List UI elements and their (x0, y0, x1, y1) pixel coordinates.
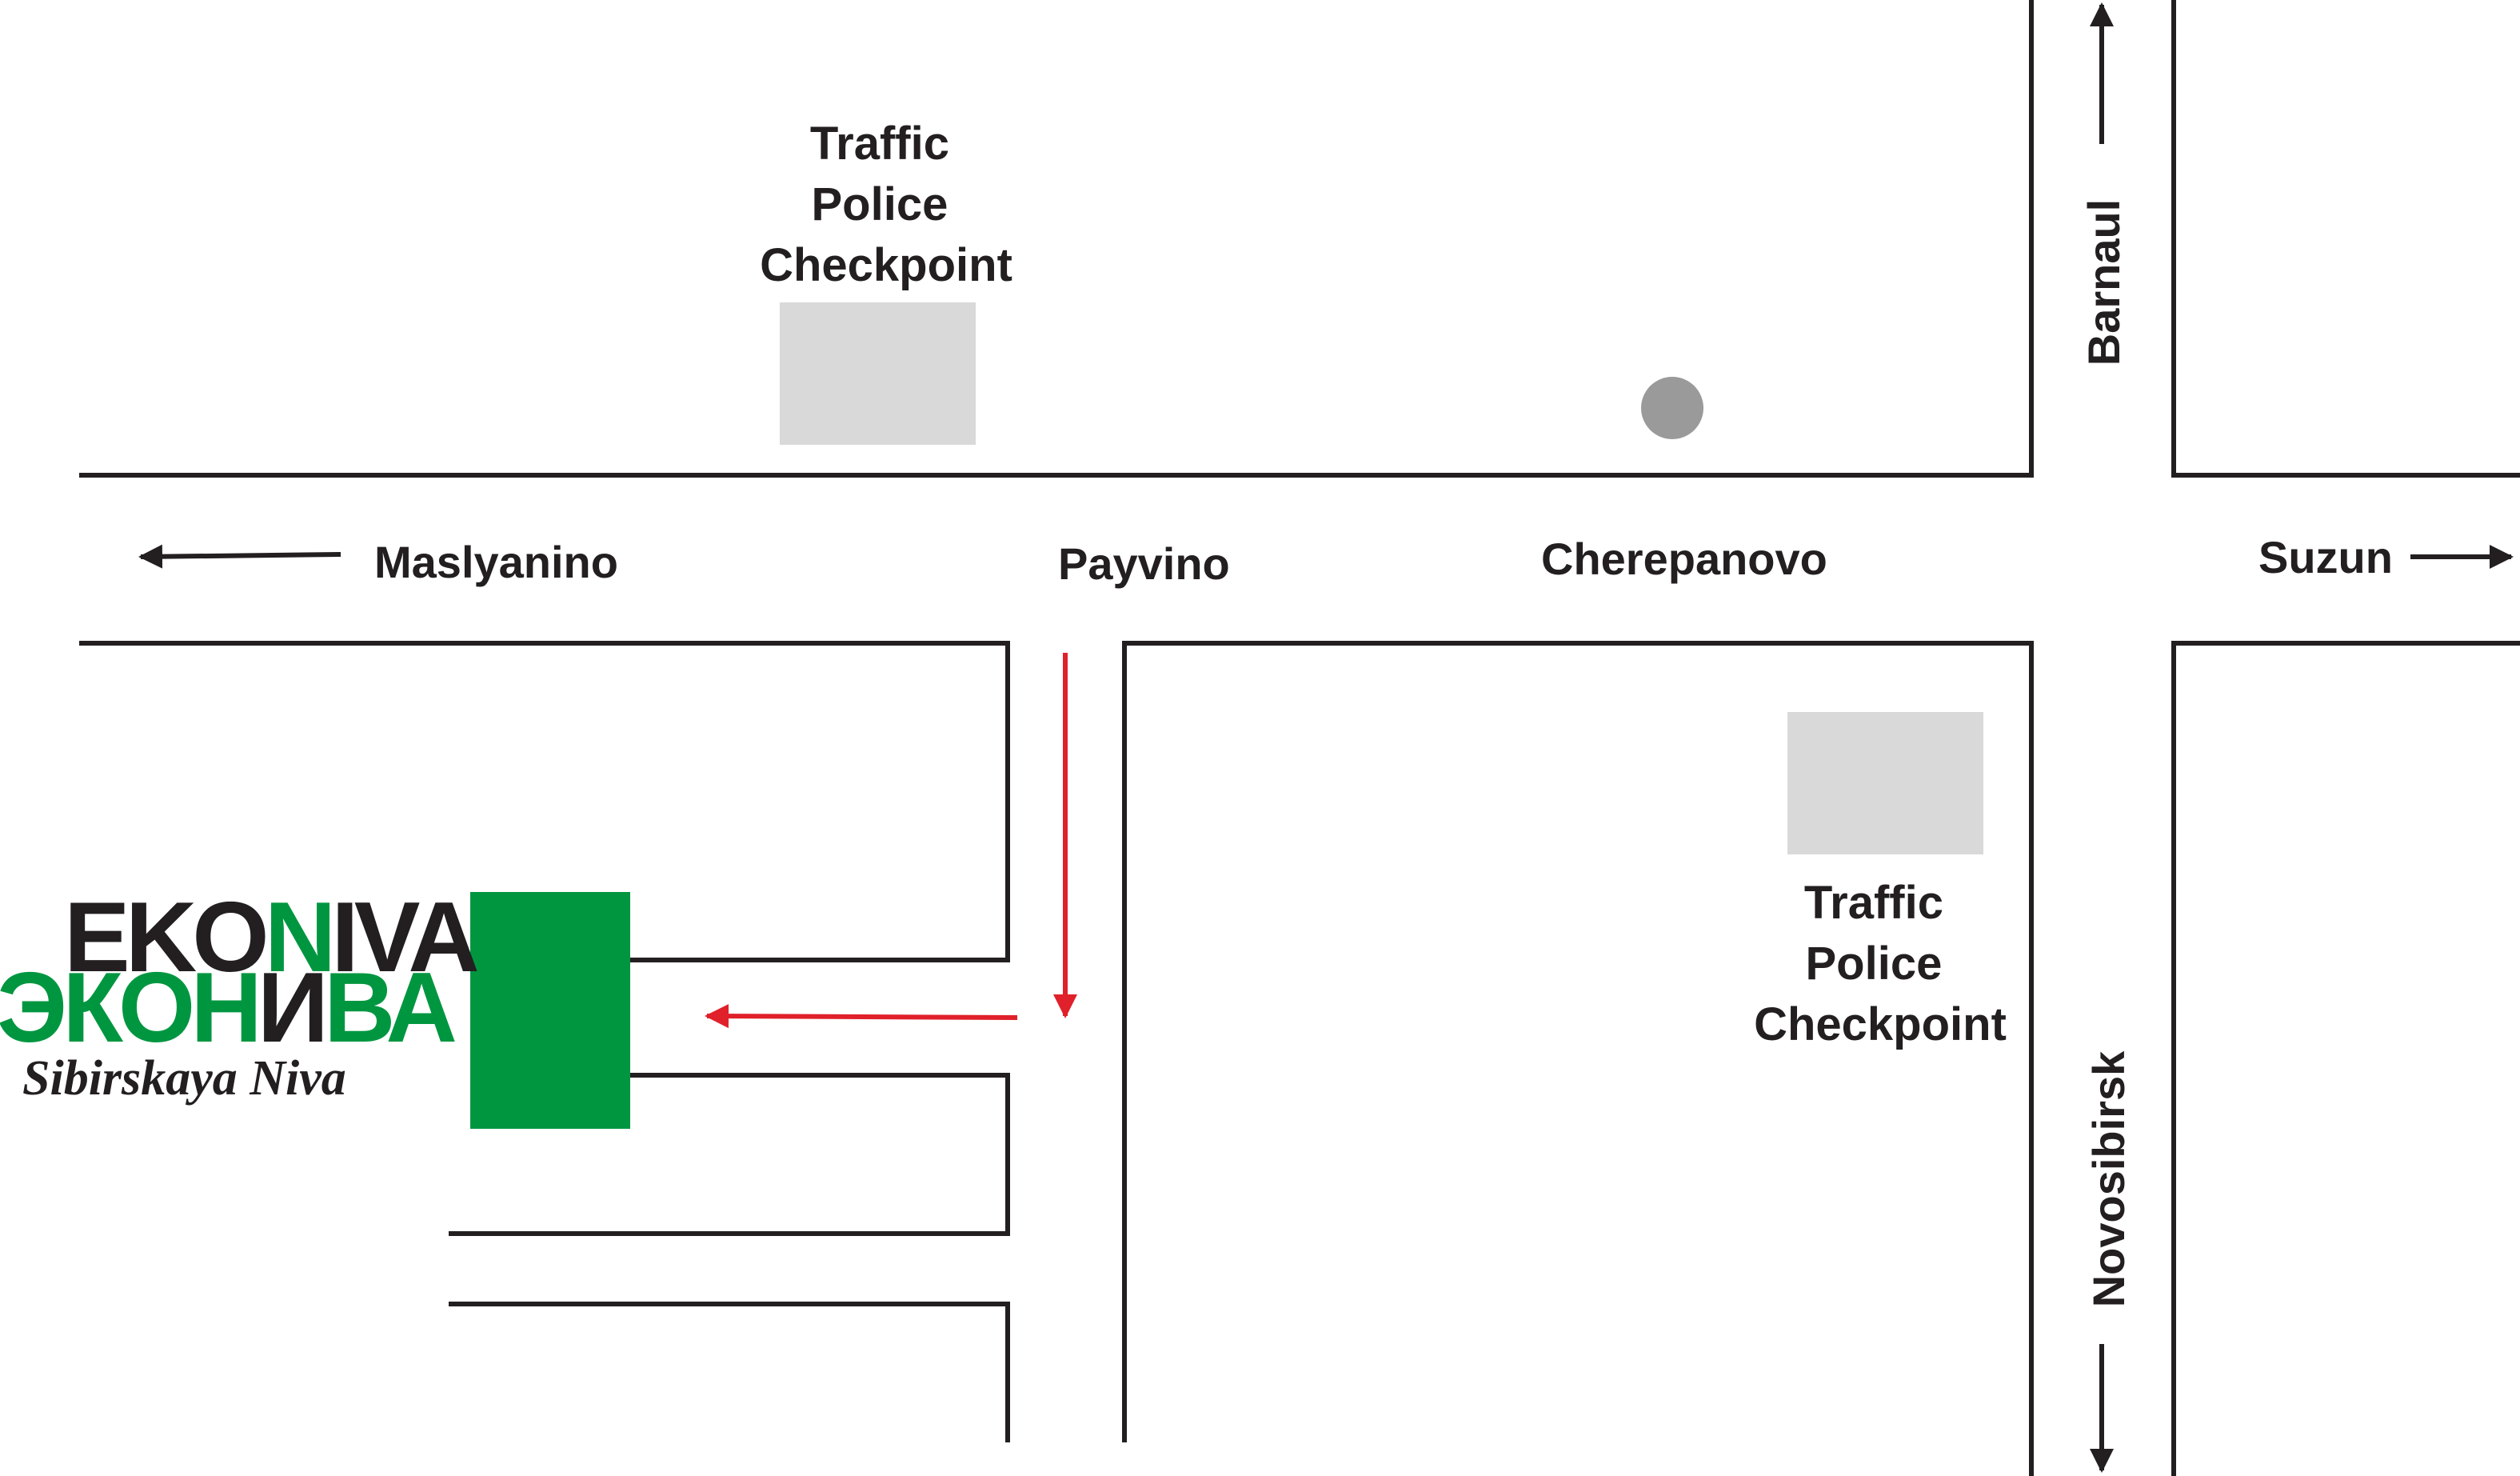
route-arrows (705, 653, 1077, 1029)
label-payvino: Payvino (1058, 538, 1230, 589)
label-cherepanovo: Cherepanovo (1541, 534, 1827, 584)
checkpoint-top-label: Traffic Police Checkpoint (760, 118, 1012, 291)
logo-subtitle: Sibirskaya Niva (22, 1051, 346, 1106)
logo-latin: EKONIVA (64, 882, 477, 993)
checkpoint-bottom-line1: Traffic (1804, 877, 1943, 929)
logo-latin-part1: EKO (64, 882, 266, 993)
arrow-west-icon (138, 544, 341, 569)
logo-cyrillic: ЭКОНИВА (0, 953, 455, 1063)
label-barnaul: Barnaul (2079, 199, 2129, 366)
checkpoint-bottom-line2: Police (1806, 938, 1943, 990)
checkpoint-top-line2: Police (812, 178, 948, 230)
logo-latin-part2: N (265, 882, 332, 993)
destination-marker (470, 892, 630, 1129)
logo-cyrillic-part1: ЭКОН (0, 953, 258, 1063)
logo-cyrillic-part3: ВА (324, 953, 455, 1063)
route-west-arrow-icon (705, 1004, 1018, 1029)
road-edges (79, 0, 2520, 1476)
logo-latin-part3: IVA (331, 882, 477, 993)
checkpoint-top-marker (780, 302, 976, 445)
checkpoint-top-line3: Checkpoint (760, 239, 1012, 291)
label-suzun: Suzun (2258, 532, 2393, 582)
checkpoint-bottom-line3: Checkpoint (1754, 998, 2007, 1050)
label-maslyanino: Maslyanino (374, 537, 618, 587)
landmark-dot-icon (1641, 377, 1703, 439)
checkpoint-top-line1: Traffic (810, 118, 949, 170)
checkpoint-bottom-marker (1787, 712, 1983, 854)
ekoniva-logo: EKONIVA ЭКОНИВА Sibirskaya Niva (0, 882, 482, 1106)
checkpoint-bottom-label: Traffic Police Checkpoint (1754, 877, 2007, 1050)
direction-arrows (138, 2, 2514, 1473)
label-novosibirsk: Novosibirsk (2083, 1050, 2134, 1307)
logo-cyrillic-part2: И (258, 953, 324, 1063)
